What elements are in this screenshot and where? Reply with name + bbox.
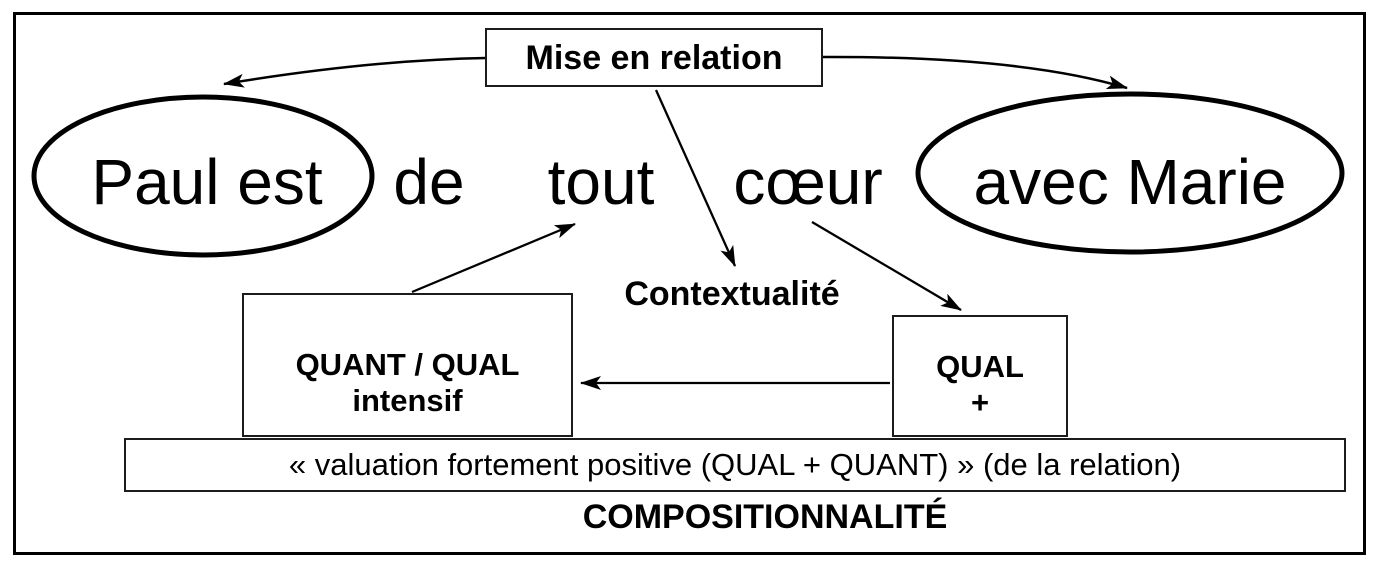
quant-qual-line2: intensif [352, 383, 463, 418]
mise-en-relation-label: Mise en relation [525, 38, 783, 77]
qual-plus-line1: QUAL [936, 349, 1024, 384]
sentence-word-coeur: cœur [733, 146, 883, 218]
sentence-word-avec-marie: avec Marie [973, 146, 1287, 218]
arrow-quantqual-to-tout [411, 222, 576, 294]
sentence-word-paul-est: Paul est [91, 146, 323, 218]
valuation-box: « valuation fortement positive (QUAL + Q… [124, 438, 1346, 492]
outer-frame [13, 12, 1366, 555]
qual-plus-line2: + [970, 385, 990, 420]
object-ellipse [915, 91, 1345, 255]
quant-qual-line1: QUANT / QUAL [295, 347, 520, 382]
contextualite-label: Contextualité [624, 275, 840, 313]
qual-plus-box: QUAL + [892, 315, 1068, 437]
arrow-coeur-to-qual [811, 221, 962, 311]
quant-qual-box: QUANT / QUAL intensif [242, 293, 573, 437]
arrow-mise-to-contextualite [654, 89, 737, 267]
arrow-mise-to-object [821, 55, 1128, 90]
sentence-word-de: de [393, 146, 465, 218]
mise-en-relation-box: Mise en relation [485, 28, 823, 87]
valuation-label: « valuation fortement positive (QUAL + Q… [288, 447, 1182, 482]
arrow-mise-to-subject [223, 56, 487, 88]
sentence-word-tout: tout [547, 146, 655, 218]
compositionnalite-label: COMPOSITIONNALITÉ [582, 498, 948, 536]
subject-ellipse [31, 94, 375, 258]
